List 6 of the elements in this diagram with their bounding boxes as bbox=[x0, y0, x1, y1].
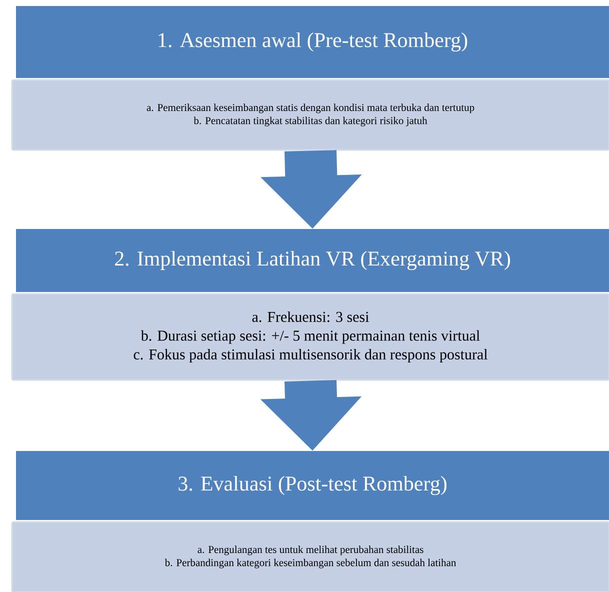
step-header-box: 3. Evaluasi (Post-test Romberg) bbox=[16, 451, 609, 520]
step-detail-box: a. Frekuensi: 3 sesi b. Durasi setiap sesi: +/- 5 menit permainan tenis virtual c. Fokus pada stimulasi multisensorik dan respons postural bbox=[11, 293, 609, 381]
step-header-box: 2. Implementasi Latihan VR (Exergaming VR) bbox=[16, 229, 609, 292]
step-detail-box: a. Pengulangan tes untuk melihat perubahan stabilitas b. Perbandingan kategori keseimbangan sebelum dan sesudah latihan bbox=[11, 521, 609, 592]
step-detail-box: a. Pemeriksaan keseimbangan statis dengan kondisi mata terbuka dan tertutup b. Pencatatan tingkat stabilitas dan kategori risiko jatuh bbox=[11, 79, 609, 151]
step-header-box: 1. Asesmen awal (Pre-test Romberg) bbox=[16, 6, 609, 78]
